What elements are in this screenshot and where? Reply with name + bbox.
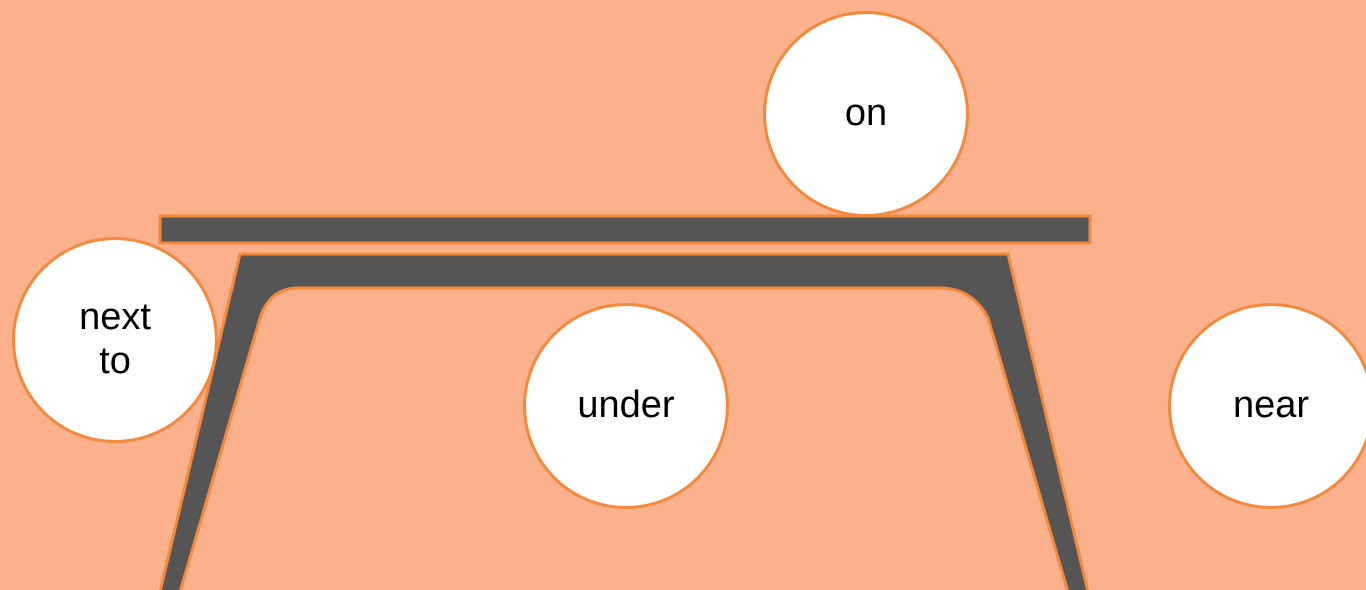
table-frame <box>158 252 1090 590</box>
preposition-on-bubble[interactable]: on <box>763 11 969 217</box>
preposition-to-label: to <box>99 340 131 382</box>
preposition-under-bubble[interactable]: under <box>523 303 729 509</box>
preposition-under-label: under <box>577 384 675 427</box>
preposition-next-label: next <box>79 296 151 339</box>
preposition-near-bubble[interactable]: near <box>1168 303 1366 509</box>
table-top <box>158 214 1092 245</box>
preposition-on-label: on <box>844 92 888 135</box>
preposition-near-label: near <box>1232 384 1310 427</box>
preposition-next-to-bubble[interactable]: next to <box>12 237 218 443</box>
